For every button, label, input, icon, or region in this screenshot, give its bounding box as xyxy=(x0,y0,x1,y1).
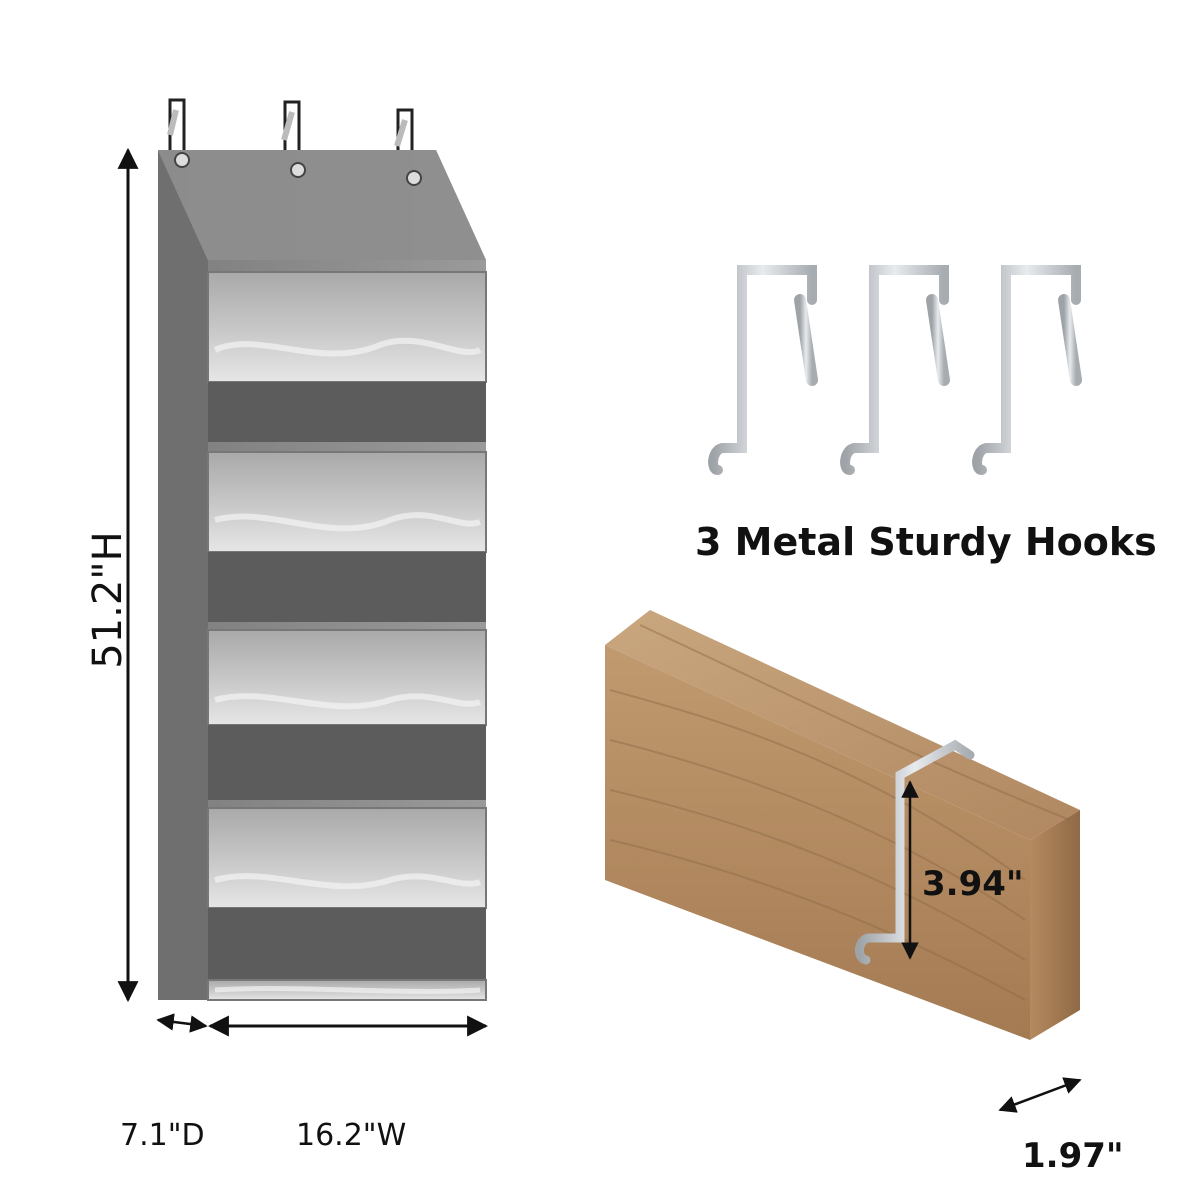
hooks-caption: 3 Metal Sturdy Hooks xyxy=(695,520,1157,564)
hook-on-door-icon xyxy=(855,739,975,965)
organizer-top-mesh xyxy=(158,150,486,260)
metal-hook-icon xyxy=(840,265,950,475)
pocket-5 xyxy=(207,979,487,1001)
metal-hook-icon xyxy=(708,265,818,475)
pocket-3 xyxy=(207,629,487,800)
height-label: 51.2"H xyxy=(85,531,131,669)
pocket-4 xyxy=(207,807,487,980)
door-wood-block xyxy=(605,610,1080,1040)
pocket-2 xyxy=(207,451,487,622)
grommet xyxy=(174,152,190,168)
top-hook-right xyxy=(394,108,414,165)
grommet xyxy=(290,162,306,178)
pocket-1 xyxy=(207,271,487,442)
width-label: 16.2"W xyxy=(296,1118,407,1153)
top-hook-center xyxy=(281,100,301,160)
door-thickness-arrow xyxy=(998,1077,1082,1113)
metal-hook-icon xyxy=(972,265,1082,475)
organizer-side-panel xyxy=(158,150,208,1000)
grommet xyxy=(406,170,422,186)
door-thickness-label: 1.97" xyxy=(1022,1136,1124,1176)
depth-dimension-arrow xyxy=(156,1013,208,1033)
depth-label: 7.1"D xyxy=(120,1118,205,1153)
top-hook-left xyxy=(167,98,186,150)
hook-depth-label: 3.94" xyxy=(922,864,1024,904)
door-organizer xyxy=(158,98,487,1001)
